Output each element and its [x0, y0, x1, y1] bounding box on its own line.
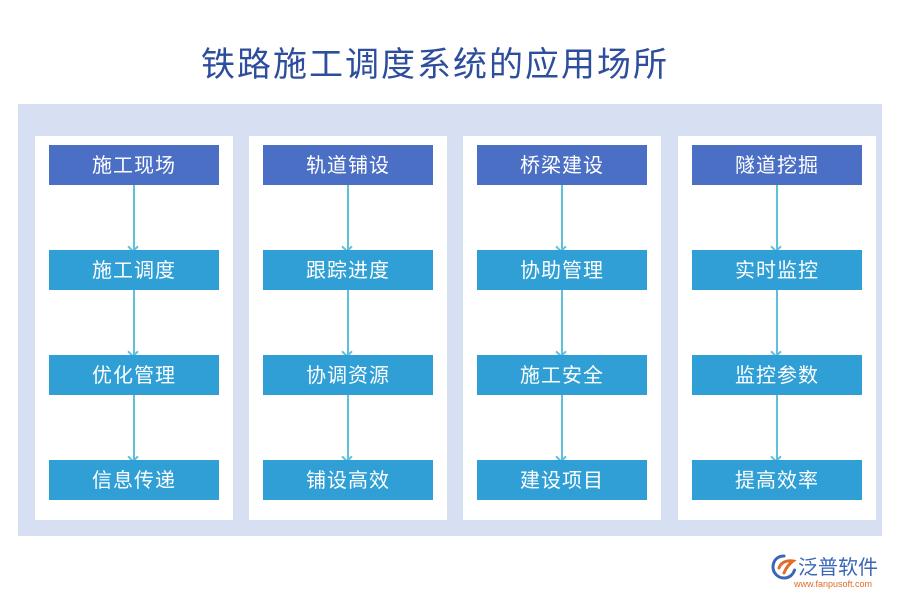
step-box: 信息传递: [49, 460, 219, 500]
column-construction-site: 施工现场 施工调度 优化管理 信息传递: [35, 136, 233, 520]
down-arrow-icon: [133, 395, 135, 460]
down-arrow-icon: [347, 290, 349, 355]
step-box: 协助管理: [477, 250, 647, 290]
logo-url: www.fanpusoft.com: [794, 579, 873, 589]
step-box: 铺设高效: [263, 460, 433, 500]
down-arrow-icon: [776, 290, 778, 355]
step-box: 建设项目: [477, 460, 647, 500]
down-arrow-icon: [133, 185, 135, 250]
down-arrow-icon: [561, 290, 563, 355]
column-header: 隧道挖掘: [692, 145, 862, 185]
column-header: 桥梁建设: [477, 145, 647, 185]
down-arrow-icon: [347, 395, 349, 460]
page-title: 铁路施工调度系统的应用场所: [201, 45, 669, 85]
down-arrow-icon: [561, 395, 563, 460]
logo-icon: [771, 554, 797, 580]
step-box: 跟踪进度: [263, 250, 433, 290]
step-box: 优化管理: [49, 355, 219, 395]
step-box: 提高效率: [692, 460, 862, 500]
column-tunnel-excavation: 隧道挖掘 实时监控 监控参数 提高效率: [678, 136, 876, 520]
step-box: 施工安全: [477, 355, 647, 395]
step-box: 监控参数: [692, 355, 862, 395]
step-box: 协调资源: [263, 355, 433, 395]
column-header: 轨道铺设: [263, 145, 433, 185]
step-box: 施工调度: [49, 250, 219, 290]
down-arrow-icon: [561, 185, 563, 250]
logo-name: 泛普软件: [798, 555, 878, 579]
step-box: 实时监控: [692, 250, 862, 290]
column-bridge-construction: 桥梁建设 协助管理 施工安全 建设项目: [463, 136, 661, 520]
column-header: 施工现场: [49, 145, 219, 185]
down-arrow-icon: [776, 395, 778, 460]
brand-logo: 泛普软件 www.fanpusoft.com: [770, 553, 895, 593]
down-arrow-icon: [347, 185, 349, 250]
column-track-laying: 轨道铺设 跟踪进度 协调资源 铺设高效: [249, 136, 447, 520]
down-arrow-icon: [133, 290, 135, 355]
down-arrow-icon: [776, 185, 778, 250]
